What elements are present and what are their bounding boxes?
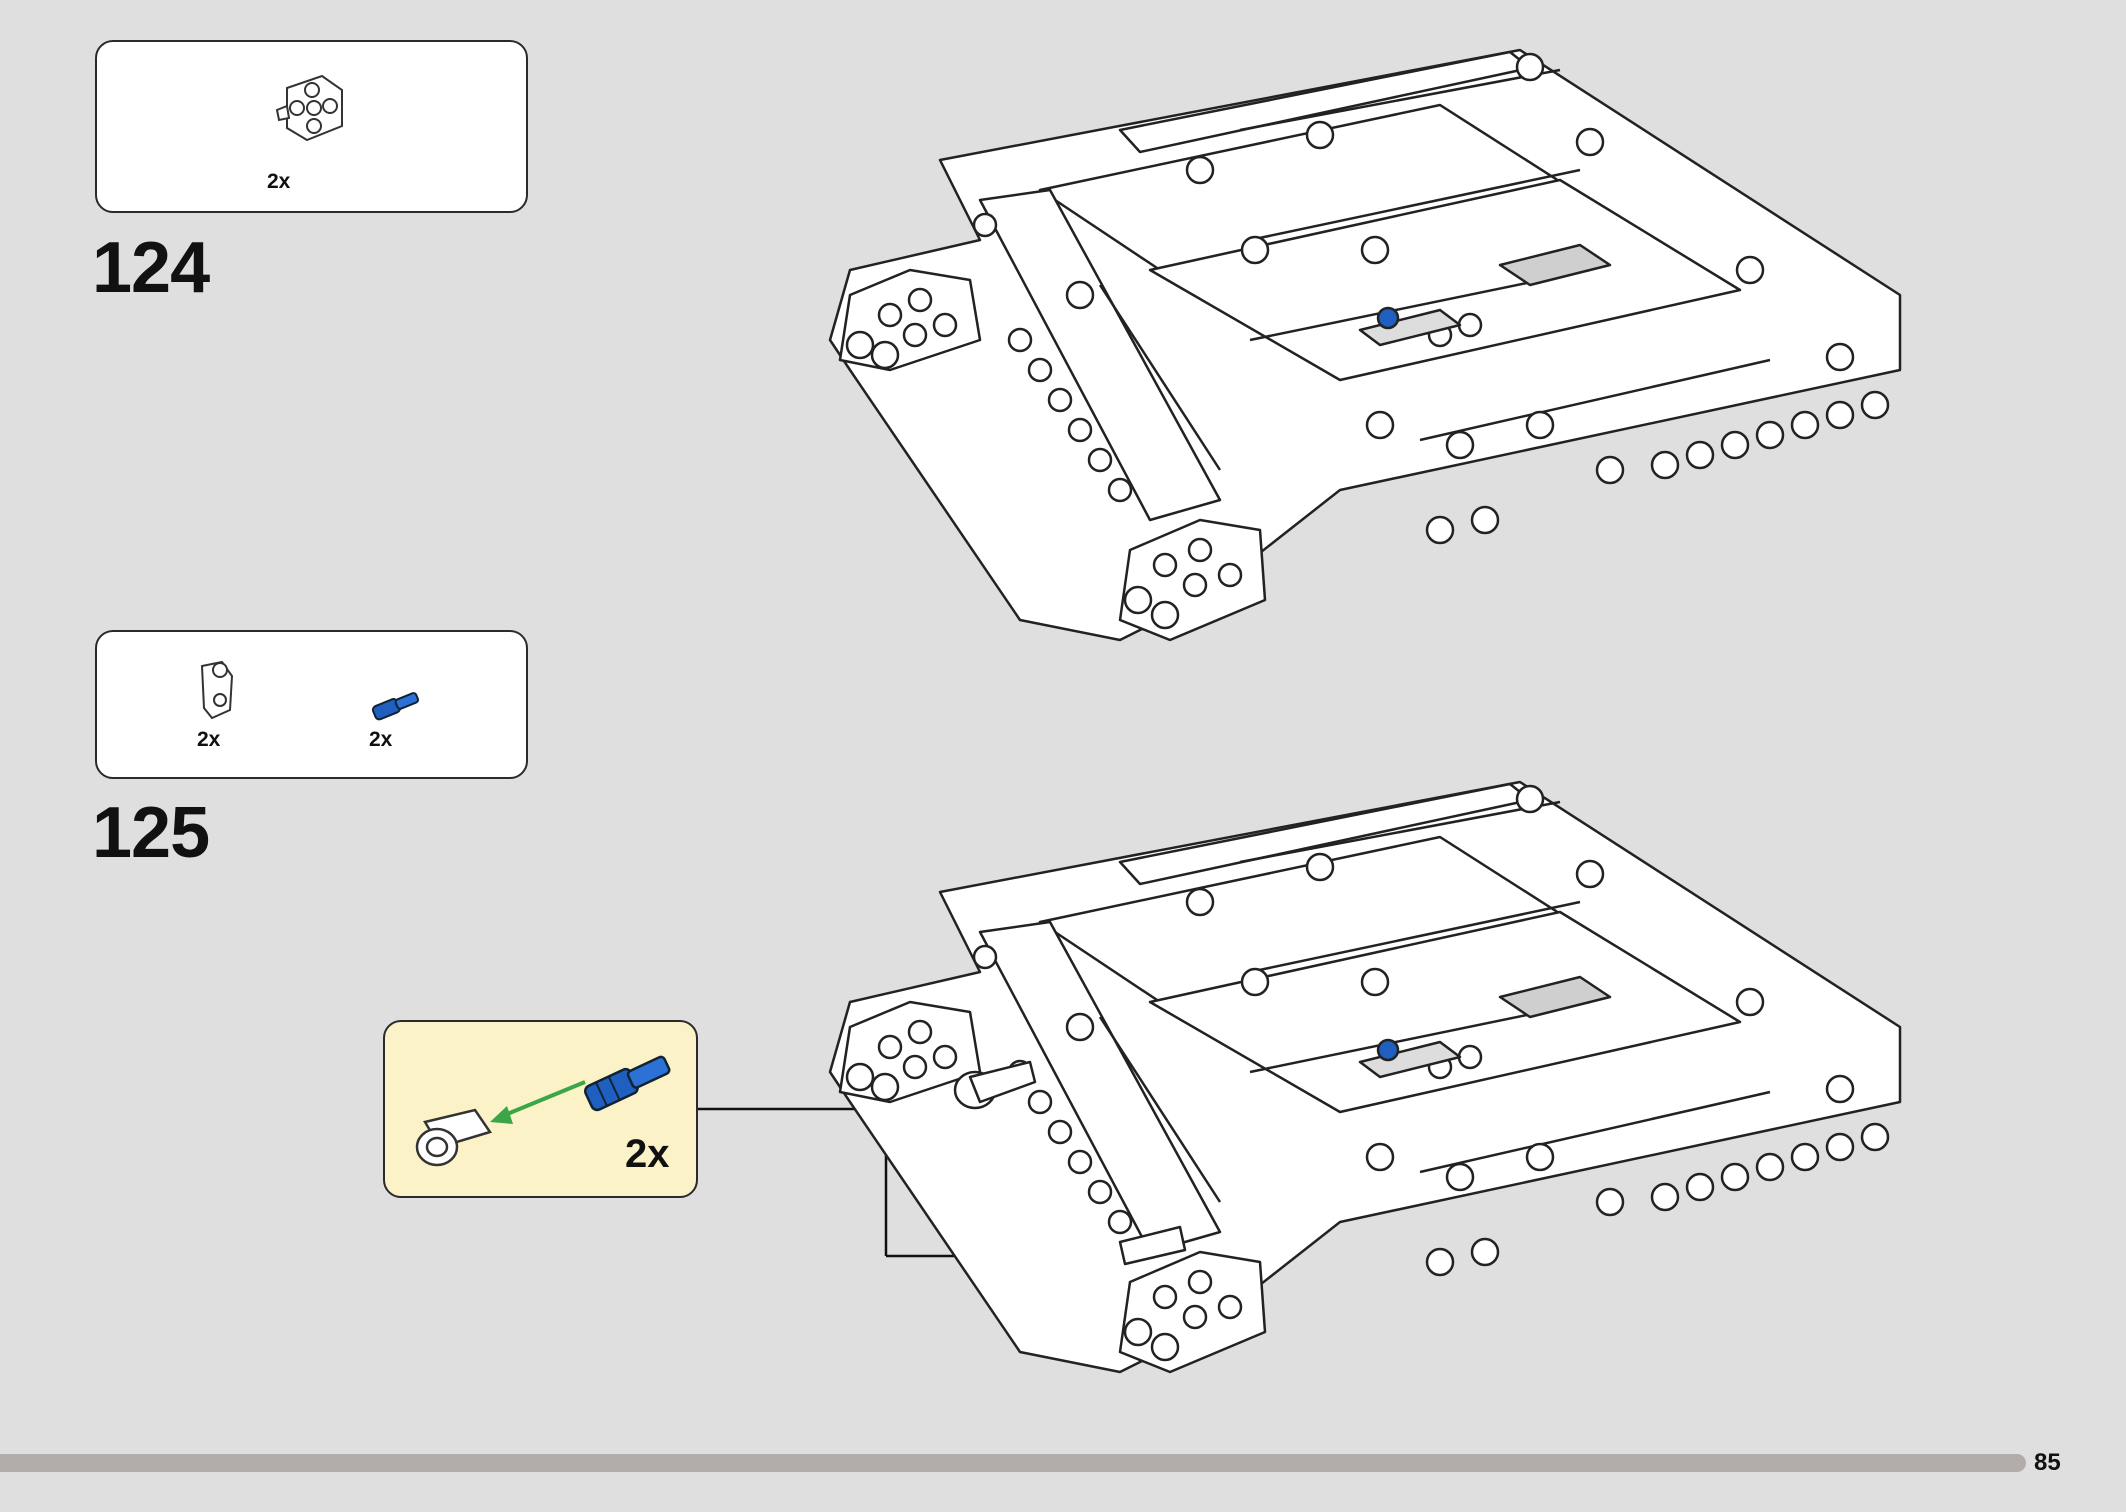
part-quantity: 2x — [369, 728, 393, 751]
step-number-124: 124 — [92, 228, 210, 308]
subassembly-callout: 2x — [383, 1020, 698, 1198]
insert-arrow-icon — [490, 1080, 586, 1124]
parts-callout-step-125: 2x 2x — [95, 630, 528, 779]
model-illustration-step-125 — [828, 780, 1902, 1374]
part-quantity: 2x — [197, 728, 221, 751]
parts-callout-step-124: 2x — [95, 40, 528, 213]
axle-pin-part-icon — [584, 1055, 671, 1112]
model-illustration-step-124 — [828, 48, 1902, 642]
axle-pin-part-icon — [371, 692, 419, 721]
angle-connector-part-icon — [415, 1108, 492, 1167]
progress-bar — [0, 1454, 2026, 1472]
step-number-125: 125 — [92, 793, 210, 873]
cross-connector-part-icon — [275, 74, 343, 142]
part-quantity: 2x — [267, 170, 291, 193]
angle-connector-part-icon — [200, 660, 234, 720]
page-number: 85 — [2034, 1449, 2061, 1476]
subassembly-quantity: 2x — [625, 1132, 670, 1176]
